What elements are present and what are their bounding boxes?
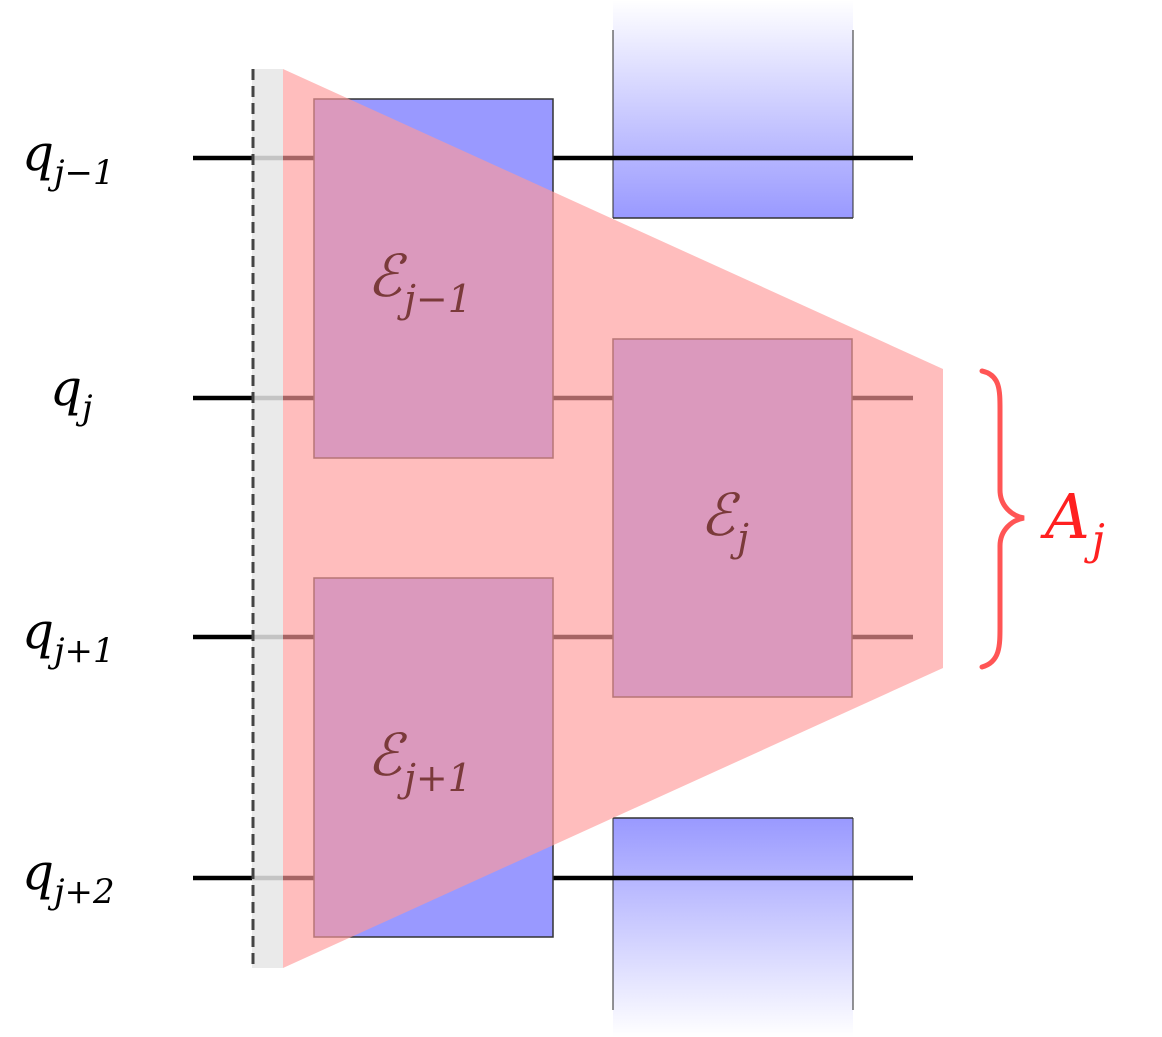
gate-label-j-plus-1: ℰj+1 [367,721,472,800]
initial-boundary-strip [251,69,283,968]
light-cone-region [283,69,943,968]
qubit-label-j-plus-2: qj+2 [22,843,115,912]
qubit-label-j-plus-1: qj+1 [22,602,115,671]
curly-brace [979,368,1025,670]
gate-label-j-minus-1: ℰj−1 [367,242,472,321]
faded-gate-bottom [612,817,854,1037]
faded-gate-top [612,0,854,219]
qubit-label-j-minus-1: qj−1 [22,124,115,193]
qubit-label-j: qj [50,359,93,428]
region-label: Aj [1040,480,1105,564]
